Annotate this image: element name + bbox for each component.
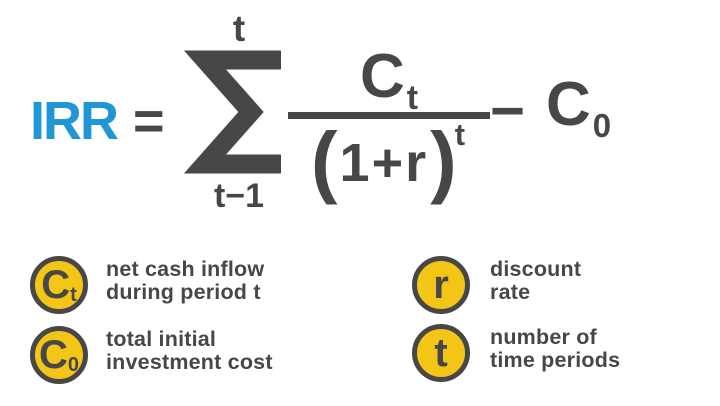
formula-lhs: IRR = — [30, 94, 165, 148]
equals-sign: = — [133, 91, 165, 151]
legend-line: time periods — [490, 348, 621, 372]
close-paren: ) — [430, 116, 457, 205]
fraction-bar — [288, 112, 490, 119]
final-term-base: C — [546, 70, 591, 139]
legend-line: number of — [490, 325, 597, 349]
legend-text: total initial investment cost — [106, 328, 273, 374]
denominator-body: 1+r — [339, 133, 429, 193]
badge-base: t — [434, 331, 448, 375]
badge-base: C — [38, 333, 68, 377]
badge-subscript: t — [70, 284, 77, 306]
irr-label: IRR — [30, 91, 119, 151]
legend-line: net cash inflow — [106, 257, 265, 281]
legend-line: during period t — [106, 280, 261, 304]
badge-subscript: 0 — [67, 354, 79, 376]
numerator-subscript: t — [406, 79, 419, 117]
open-paren: ( — [310, 116, 338, 205]
denominator-exponent: t — [454, 117, 466, 152]
badge-base: r — [433, 263, 449, 307]
legend-line: total initial — [106, 327, 217, 351]
legend-line: discount — [490, 257, 582, 281]
minus-sign: − — [490, 77, 526, 144]
summation-upper-bound: t — [232, 8, 246, 49]
summation: t t−1 — [183, 8, 288, 215]
legend-line: investment cost — [106, 350, 273, 374]
numerator-base: C — [359, 42, 405, 111]
r-badge-icon: r — [412, 256, 470, 314]
legend-item-discount-rate: r discount rate — [412, 256, 581, 314]
sigma-icon — [183, 50, 281, 174]
legend-text: net cash inflow during period t — [106, 258, 264, 304]
t-badge-icon: t — [412, 324, 470, 382]
summation-lower-bound: t−1 — [213, 177, 265, 215]
legend-line: rate — [490, 280, 531, 304]
fraction-denominator: ( 1+r ) t — [288, 116, 490, 205]
badge-base: C — [41, 263, 71, 307]
final-term-subscript: 0 — [592, 107, 612, 144]
legend-text: number of time periods — [490, 326, 620, 372]
legend-text: discount rate — [490, 258, 581, 304]
legend-item-number-of-time-periods: t number of time periods — [412, 324, 620, 382]
